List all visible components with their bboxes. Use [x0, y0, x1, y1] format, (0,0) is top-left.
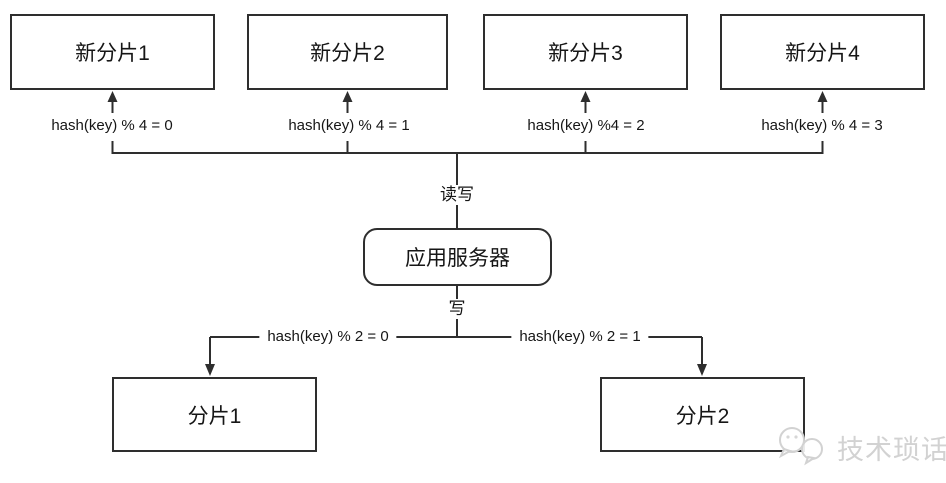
hash-label-new-shard-2: hash(key) % 4 = 1 — [288, 117, 410, 134]
arrow-to-new-shard-3 — [580, 91, 591, 113]
hash-label-shard-2: hash(key) % 2 = 1 — [511, 328, 649, 346]
watermark-text: 技术琐话 — [837, 434, 946, 465]
box-new-shard-4-label: 新分片4 — [785, 42, 860, 65]
box-new-shard-1-label: 新分片1 — [75, 42, 150, 65]
box-app-server-label: 应用服务器 — [405, 247, 510, 270]
write-label: 写 — [440, 299, 474, 320]
box-new-shard-2-label: 新分片2 — [310, 42, 385, 65]
arrow-to-new-shard-1 — [107, 91, 118, 113]
arrow-to-shard-1 — [205, 337, 215, 376]
box-shard-1-label: 分片1 — [187, 404, 242, 428]
chat-bubbles-icon — [778, 427, 823, 466]
hash-label-new-shard-3: hash(key) %4 = 2 — [527, 117, 645, 134]
box-new-shard-2: 新分片2 — [247, 14, 448, 90]
box-app-server: 应用服务器 — [363, 228, 552, 286]
arrow-to-new-shard-2 — [342, 91, 353, 113]
box-shard-2-label: 分片2 — [675, 404, 730, 428]
box-shard-2: 分片2 — [600, 377, 805, 452]
watermark: 技术琐话 — [770, 422, 946, 472]
arrow-to-new-shard-4 — [817, 91, 828, 113]
hash-label-shard-1: hash(key) % 2 = 0 — [259, 328, 397, 346]
box-new-shard-4: 新分片4 — [720, 14, 925, 90]
box-new-shard-3-label: 新分片3 — [548, 42, 623, 65]
read-write-label: 读写 — [432, 185, 482, 206]
box-shard-1: 分片1 — [112, 377, 317, 452]
hash-label-new-shard-4: hash(key) % 4 = 3 — [761, 117, 883, 134]
box-new-shard-1: 新分片1 — [10, 14, 215, 90]
hash-label-new-shard-1: hash(key) % 4 = 0 — [51, 117, 173, 134]
box-new-shard-3: 新分片3 — [483, 14, 688, 90]
arrow-to-shard-2 — [697, 337, 707, 376]
